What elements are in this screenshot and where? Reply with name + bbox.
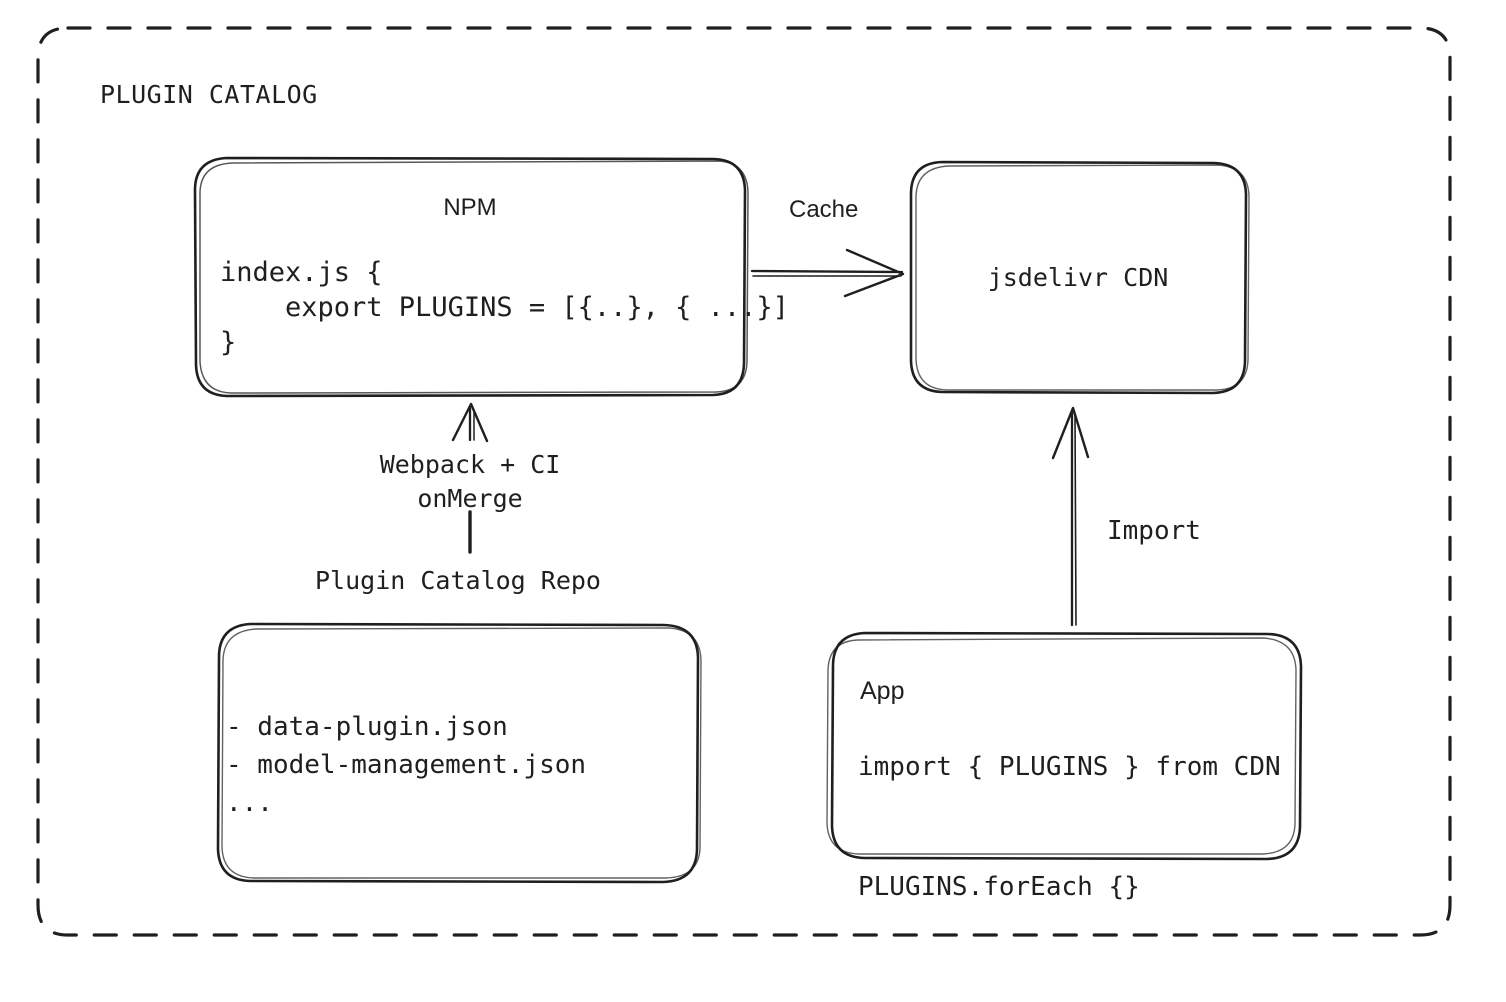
cdn-node-title: jsdelivr CDN [987,263,1169,292]
edge-label-webpack-ci: Webpack + CI onMerge [379,450,561,513]
group-title: PLUGIN CATALOG [100,80,318,109]
repo-node-caption: Plugin Catalog Repo [315,566,601,595]
npm-node-shape [193,156,749,398]
repo-node-shape [216,622,702,884]
edge-app-to-cdn [1051,406,1090,627]
cdn-node-shape [909,160,1250,395]
edge-repo-to-npm [451,402,489,554]
app-node-code: import { PLUGINS } from CDN PLUGINS.forE… [858,752,1281,902]
edge-label-import: Import [1107,516,1201,546]
edge-npm-to-cdn [750,248,905,298]
group-container-border [36,26,1452,937]
npm-node-title: NPM [443,194,497,221]
app-node-title: App [860,677,905,705]
app-node-shape [826,631,1303,861]
repo-node-file-list: - data-plugin.json - model-management.js… [226,712,587,818]
npm-node-code: index.js { export PLUGINS = [{..}, { ...… [220,257,789,358]
edge-label-cache: Cache [789,196,859,223]
